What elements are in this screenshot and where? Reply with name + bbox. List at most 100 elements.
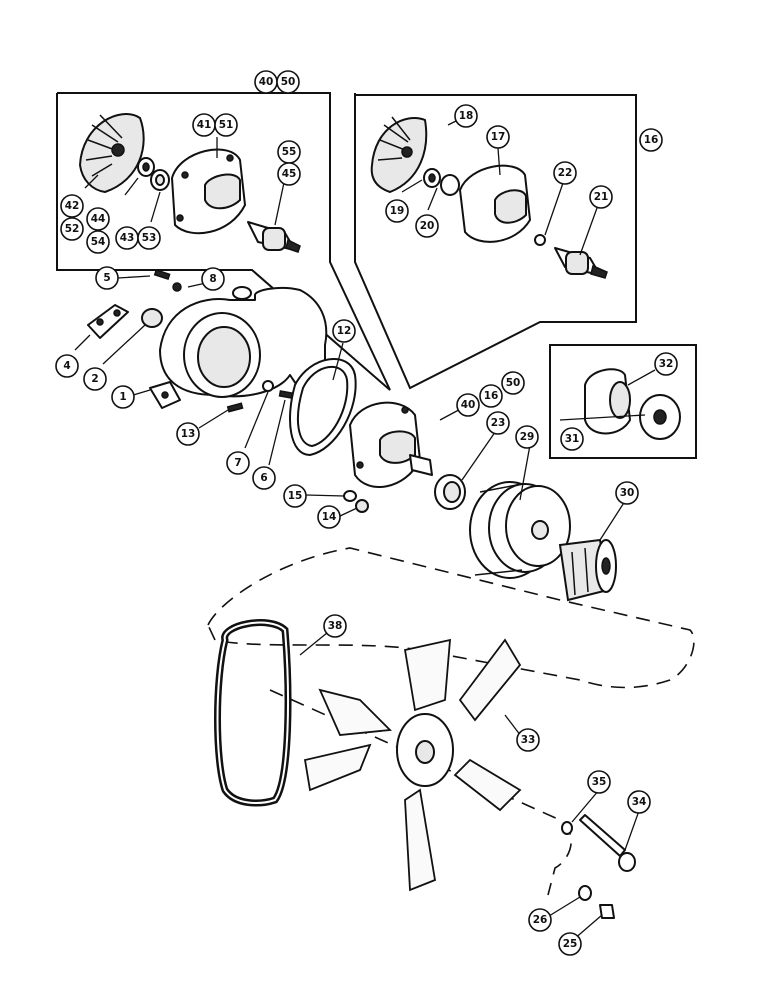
callout-32: 32 <box>654 352 678 376</box>
callout-label: 45 <box>282 168 297 180</box>
callout-1: 1 <box>111 385 135 409</box>
v-belt-part <box>214 619 292 807</box>
callout-17: 17 <box>486 125 510 149</box>
dashed-guide-lower <box>269 689 572 896</box>
callout-label: 14 <box>322 511 337 523</box>
callout-41-51: 41 51 <box>192 113 238 137</box>
impeller-part <box>78 113 145 194</box>
callout-label: 30 <box>620 487 635 499</box>
callout-12: 12 <box>332 319 356 343</box>
callout-16: 16 <box>639 128 663 152</box>
callout-label: 40 <box>461 399 476 411</box>
callout-5: 5 <box>95 266 119 290</box>
detail-frame-right <box>354 93 637 390</box>
callout-label: 22 <box>558 167 573 179</box>
fan-part <box>303 638 522 892</box>
pump-body-part-b <box>459 164 531 243</box>
callout-14: 14 <box>317 505 341 529</box>
callout-15: 15 <box>283 484 307 508</box>
callout-label: 4 <box>63 360 70 372</box>
callout-40: 40 <box>456 393 480 417</box>
callout-label: 40 <box>259 76 274 88</box>
callout-35: 35 <box>587 770 611 794</box>
callout-29: 29 <box>515 425 539 449</box>
callout-38: 38 <box>323 614 347 638</box>
impeller-part-b <box>370 116 428 194</box>
clutch-parts <box>584 368 681 440</box>
bolt-washer-parts <box>561 814 636 919</box>
callout-label: 1 <box>119 391 126 403</box>
callout-label: 15 <box>288 490 303 502</box>
callout-6: 6 <box>252 466 276 490</box>
pump-gasket-ring <box>289 358 357 456</box>
callout-20: 20 <box>415 214 439 238</box>
callout-label: 8 <box>209 273 216 285</box>
callout-label: 19 <box>390 205 405 217</box>
callout-23: 23 <box>486 411 510 435</box>
callout-label: 53 <box>142 232 157 244</box>
callout-label: 43 <box>120 232 135 244</box>
callout-21: 21 <box>589 185 613 209</box>
callout-55-45: 55 45 <box>277 140 301 186</box>
callout-label: 50 <box>281 76 296 88</box>
detail-frame-clutch <box>549 344 697 459</box>
pump-body-part <box>171 148 246 235</box>
callout-label: 18 <box>459 110 474 122</box>
callout-label: 5 <box>103 272 110 284</box>
callout-31: 31 <box>560 427 584 451</box>
plug-part <box>141 308 163 328</box>
callout-2: 2 <box>83 367 107 391</box>
callout-label: 51 <box>219 119 234 131</box>
stud-part <box>153 269 182 292</box>
water-pump-assembly <box>349 401 433 488</box>
callout-label: 12 <box>337 325 352 337</box>
pump-shaft-part-b <box>534 234 608 279</box>
callout-7: 7 <box>226 451 250 475</box>
callout-label: 20 <box>420 220 435 232</box>
callout-label: 44 <box>91 213 106 225</box>
seal-ring-part <box>137 157 170 191</box>
callout-44-54: 44 54 <box>86 207 110 254</box>
callout-30: 30 <box>615 481 639 505</box>
callout-42-52: 42 52 <box>60 194 84 241</box>
callout-label: 38 <box>328 620 343 632</box>
callout-13: 13 <box>176 422 200 446</box>
callout-40-50: 40 50 <box>254 70 300 94</box>
callout-label: 6 <box>260 472 267 484</box>
callout-label: 26 <box>533 914 548 926</box>
callout-label: 16 <box>644 134 659 146</box>
gasket-part <box>87 304 129 339</box>
callout-label: 33 <box>521 734 536 746</box>
pump-shaft-part <box>247 221 301 253</box>
callout-22: 22 <box>553 161 577 185</box>
callout-label: 13 <box>181 428 196 440</box>
detail-frame-left <box>56 92 391 391</box>
callout-8: 8 <box>201 267 225 291</box>
callout-label: 2 <box>91 373 98 385</box>
callout-label: 21 <box>594 191 609 203</box>
leader-lines <box>74 115 656 941</box>
callout-label: 42 <box>65 200 80 212</box>
callout-25: 25 <box>558 932 582 956</box>
callout-label: 41 <box>197 119 212 131</box>
callout-label: 17 <box>491 131 506 143</box>
callout-26: 26 <box>528 908 552 932</box>
callout-label: 35 <box>592 776 607 788</box>
callout-label: 50 <box>506 377 521 389</box>
dashed-guide-outline <box>207 547 695 689</box>
fan-spacer-part <box>558 538 617 602</box>
callout-4: 4 <box>55 354 79 378</box>
callout-label: 32 <box>659 358 674 370</box>
seal-ring-part-b <box>423 168 460 196</box>
callout-label: 34 <box>632 796 647 808</box>
callout-43-53: 43 53 <box>115 226 161 250</box>
hub-part <box>434 474 466 510</box>
callout-label: 31 <box>565 433 580 445</box>
callout-label: 23 <box>491 417 506 429</box>
callout-16b: 16 <box>479 384 503 408</box>
callout-label: 25 <box>563 938 578 950</box>
callout-50: 50 <box>501 371 525 395</box>
callout-19: 19 <box>385 199 409 223</box>
callout-34: 34 <box>627 790 651 814</box>
